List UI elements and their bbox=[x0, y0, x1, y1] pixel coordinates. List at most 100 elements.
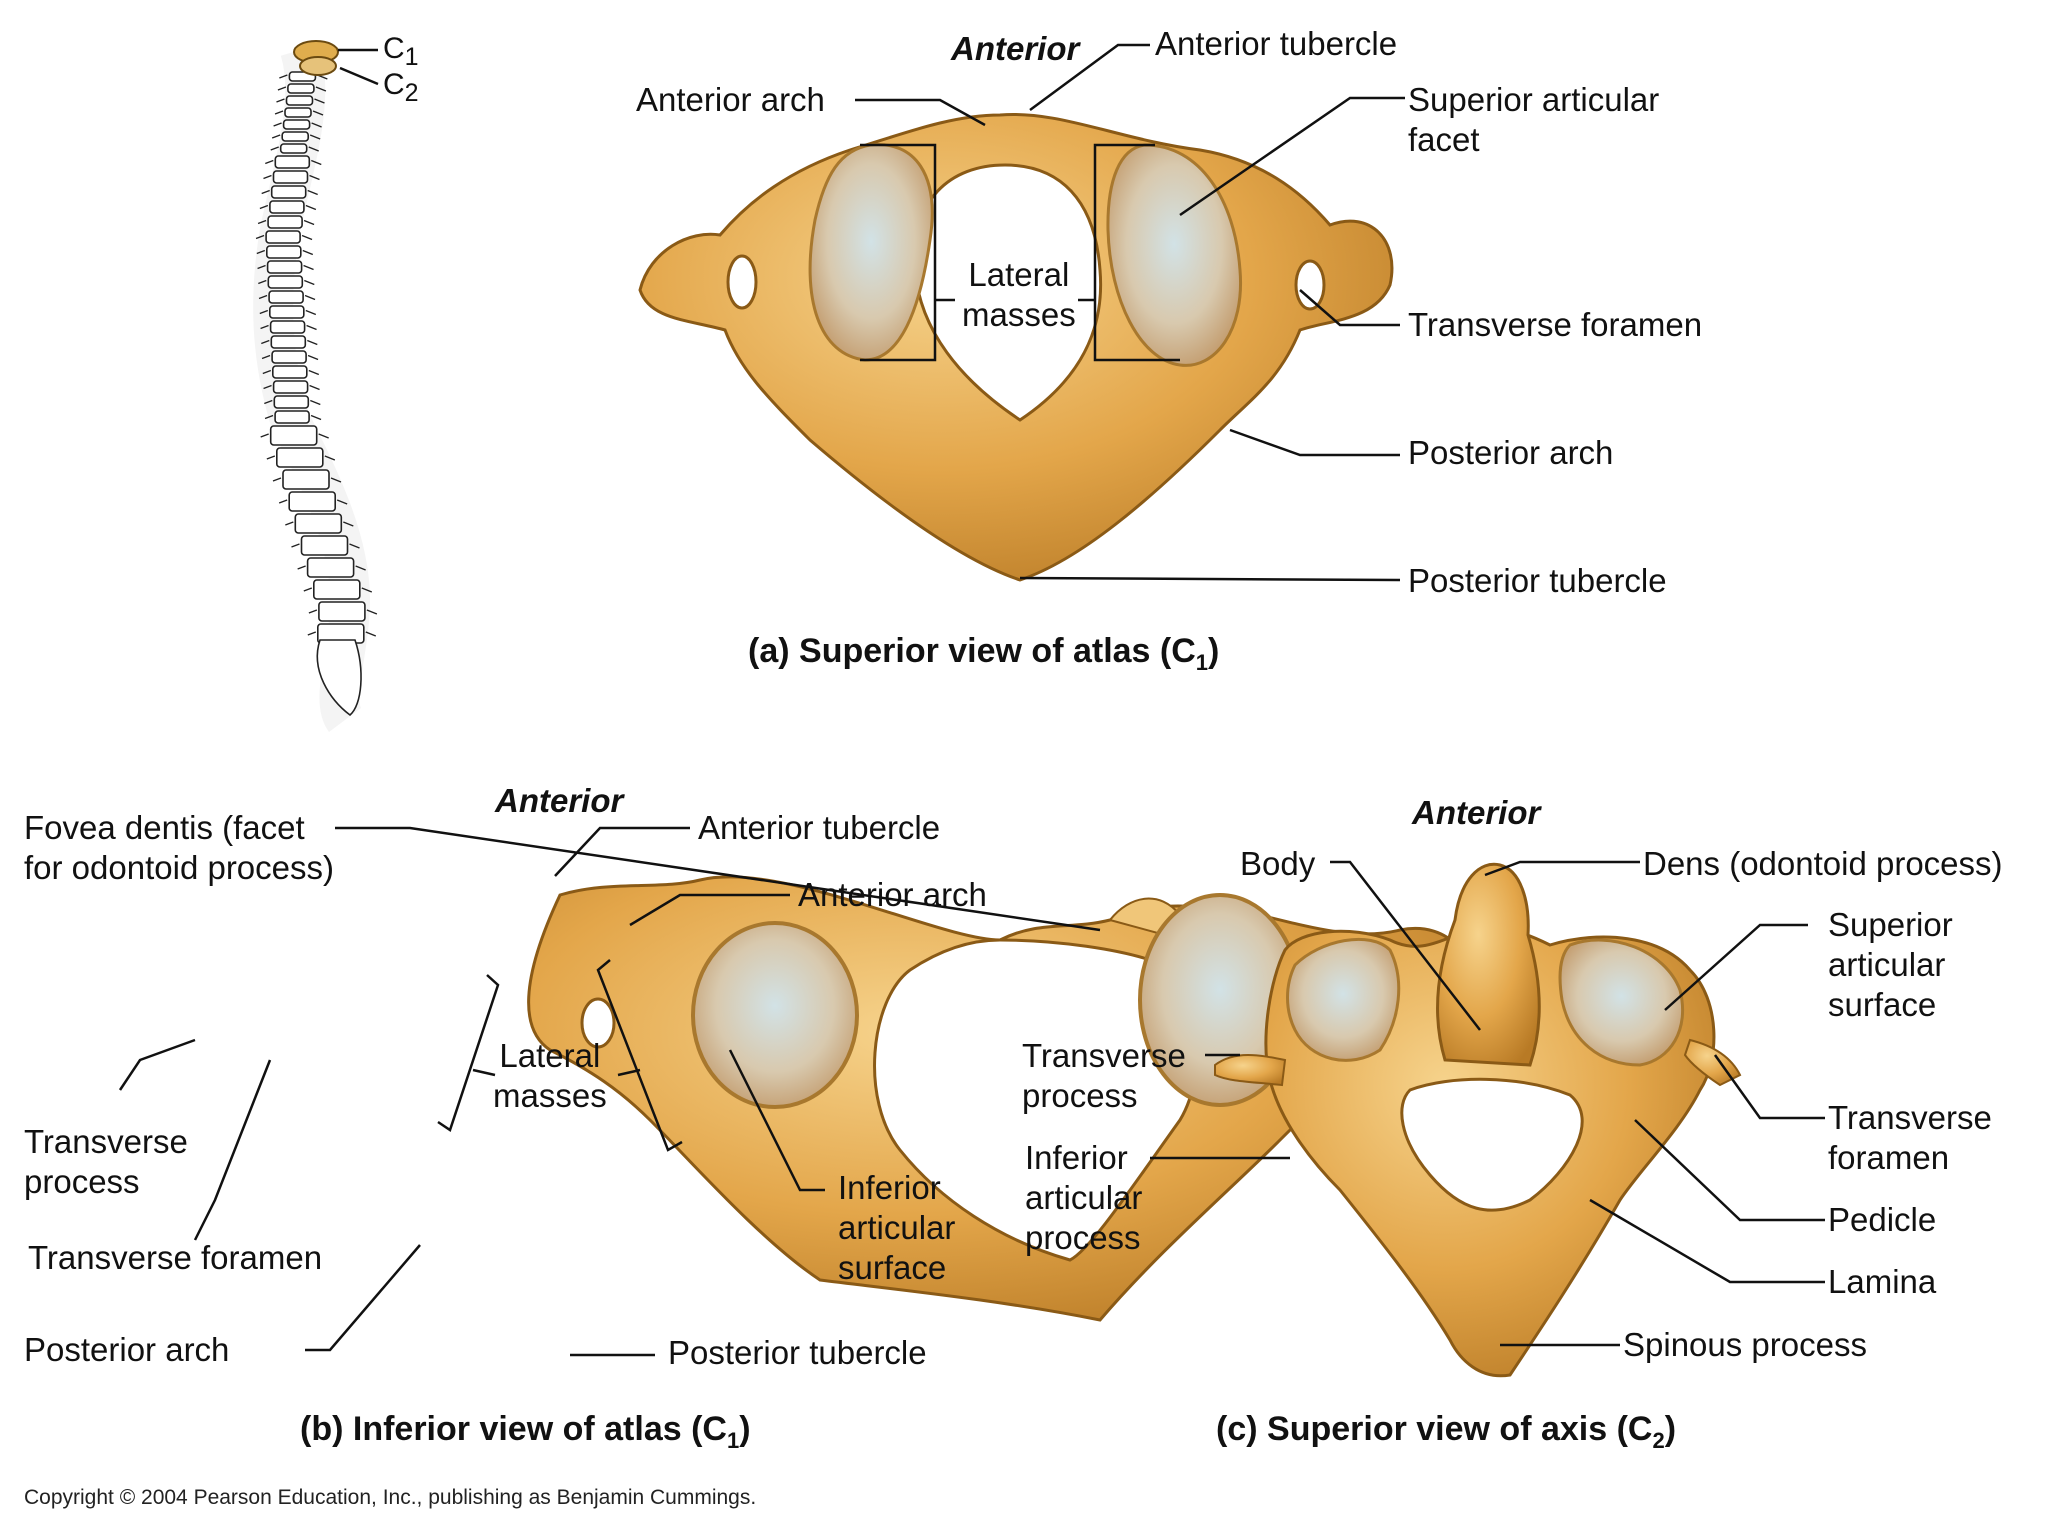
spine-vertebra-18 bbox=[269, 320, 306, 334]
spine-process-11 bbox=[257, 219, 315, 226]
spine-vertebra-28 bbox=[288, 491, 337, 512]
spine-process-7 bbox=[265, 159, 322, 166]
spine-process-17 bbox=[259, 309, 317, 316]
panel-a-posterior-tubercle-label: Posterior tubercle bbox=[1408, 562, 1667, 599]
spinal-column-icon bbox=[253, 44, 378, 732]
spine-process-14 bbox=[257, 264, 314, 271]
atlas-inferior-illustration bbox=[527, 875, 1474, 1322]
spine-process-4 bbox=[273, 122, 322, 128]
spine-vertebra-4 bbox=[282, 119, 311, 130]
panel-c-spinous-process-label: Spinous process bbox=[1623, 1326, 1867, 1363]
panel-c-lamina-label: Lamina bbox=[1828, 1263, 1937, 1300]
panel-c-superior-articular-surface-label: Superior articular surface bbox=[1828, 906, 1953, 1023]
spine-vertebra-1 bbox=[287, 83, 315, 94]
spine-vertebra-6 bbox=[279, 143, 308, 154]
panel-c-dens-label: Dens (odontoid process) bbox=[1643, 845, 2003, 882]
spine-process-29 bbox=[285, 521, 354, 527]
panel-b-lateral-masses-label: Lateral masses bbox=[493, 1037, 607, 1114]
spine-process-2 bbox=[276, 98, 325, 104]
panel-c-transverse-process-label: Transverse process bbox=[1022, 1037, 1186, 1114]
spine-vertebra-27 bbox=[282, 469, 330, 490]
panel-a-superior-articular-facet-label: Superior articular facet bbox=[1408, 81, 1660, 158]
panel-b-orientation: Anterior bbox=[495, 782, 624, 819]
panel-a-posterior-arch-label: Posterior arch bbox=[1408, 434, 1614, 471]
spine-process-31 bbox=[297, 565, 366, 571]
spine-vertebra-16 bbox=[268, 290, 304, 304]
spine-process-26 bbox=[266, 455, 336, 461]
c2-label: C2 bbox=[383, 68, 419, 107]
spine-process-1 bbox=[277, 86, 327, 92]
spine-sacrum bbox=[316, 639, 362, 717]
spine-vertebra-33 bbox=[318, 601, 366, 622]
spine-vertebra-19 bbox=[270, 335, 307, 349]
panel-c-caption: (c) Superior view of axis (C2) bbox=[1216, 1410, 1677, 1453]
spine-vertebra-7 bbox=[274, 155, 311, 169]
panel-c-body-label: Body bbox=[1240, 845, 1316, 882]
spine-process-23 bbox=[264, 399, 321, 406]
spine-vertebra-12 bbox=[265, 230, 301, 244]
spine-vertebra-15 bbox=[267, 275, 304, 289]
spine-vertebra-31 bbox=[306, 557, 355, 578]
spine-process-25 bbox=[260, 433, 329, 439]
spine-vertebra-14 bbox=[266, 260, 303, 274]
spine-process-24 bbox=[264, 414, 322, 421]
panel-c-transverse-foramen-label: Transverse foramen bbox=[1828, 1099, 1992, 1176]
atlas-superior-illustration bbox=[638, 112, 1394, 582]
spine-vertebra-26 bbox=[275, 447, 324, 468]
panel-b-posterior-tubercle-label: Posterior tubercle bbox=[668, 1334, 927, 1371]
leader-lines bbox=[118, 43, 1825, 1357]
panel-b-transverse-process-label: Transverse process bbox=[24, 1123, 188, 1200]
spine-vertebra-17 bbox=[268, 305, 305, 319]
spine-process-16 bbox=[258, 294, 316, 301]
copyright-notice: Copyright © 2004 Pearson Education, Inc.… bbox=[24, 1486, 757, 1509]
spine-process-6 bbox=[270, 146, 319, 152]
axis-superior-illustration bbox=[1214, 862, 1742, 1378]
spine-process-18 bbox=[260, 324, 317, 331]
spine-process-8 bbox=[263, 174, 320, 181]
spine-process-20 bbox=[261, 354, 319, 361]
spine-process-32 bbox=[303, 587, 373, 593]
spine-vertebra-8 bbox=[272, 170, 309, 184]
spine-vertebra-30 bbox=[300, 535, 349, 556]
spine-process-34 bbox=[307, 631, 377, 637]
panel-b-anterior-tubercle-label: Anterior tubercle bbox=[698, 809, 941, 846]
spine-vertebra-20 bbox=[271, 350, 307, 364]
spine-process-33 bbox=[308, 609, 378, 615]
spine-vertebra-2 bbox=[285, 95, 314, 106]
spine-process-28 bbox=[278, 499, 348, 505]
spine-vertebra-24 bbox=[274, 410, 310, 424]
spine-vertebra-29 bbox=[294, 513, 343, 534]
spine-vertebra-25 bbox=[269, 425, 318, 446]
spine-vertebra-21 bbox=[271, 365, 308, 379]
panel-b-inferior-articular-surface-label: Inferior articular surface bbox=[838, 1169, 956, 1286]
spine-vertebra-13 bbox=[265, 245, 302, 259]
spine-process-30 bbox=[291, 543, 360, 549]
spine-vertebra-9 bbox=[270, 185, 307, 199]
panel-a-orientation: Anterior bbox=[951, 30, 1080, 67]
panel-a-anterior-tubercle-label: Anterior tubercle bbox=[1155, 25, 1398, 62]
spine-process-5 bbox=[271, 134, 321, 140]
panel-b-anterior-arch-label: Anterior arch bbox=[798, 876, 987, 913]
spine-vertebra-22 bbox=[272, 380, 309, 394]
spine-process-9 bbox=[261, 189, 318, 196]
panel-a-lateral-masses-label: Lateral masses bbox=[962, 256, 1076, 333]
c2-highlight bbox=[299, 56, 337, 76]
spine-vertebra-5 bbox=[281, 131, 310, 142]
panel-b-transverse-foramen-label: Transverse foramen bbox=[28, 1239, 323, 1276]
spine-process-15 bbox=[258, 279, 315, 286]
panel-c-pedicle-label: Pedicle bbox=[1828, 1201, 1937, 1238]
spine-vertebra-32 bbox=[312, 579, 361, 600]
spine-process-21 bbox=[262, 369, 320, 376]
panel-a-anterior-arch-label: Anterior arch bbox=[636, 81, 825, 118]
panel-c-orientation: Anterior bbox=[1412, 794, 1541, 831]
panel-b-caption: (b) Inferior view of atlas (C1) bbox=[300, 1410, 751, 1453]
c1-label: C1 bbox=[383, 32, 419, 71]
panel-c-inferior-articular-process-label: Inferior articular process bbox=[1025, 1139, 1143, 1256]
spine-process-3 bbox=[274, 110, 324, 116]
panel-a-caption: (a) Superior view of atlas (C1) bbox=[748, 632, 1220, 675]
spine-vertebra-23 bbox=[273, 395, 310, 409]
spine-process-10 bbox=[259, 204, 317, 211]
panel-b-posterior-arch-label: Posterior arch bbox=[24, 1331, 230, 1368]
